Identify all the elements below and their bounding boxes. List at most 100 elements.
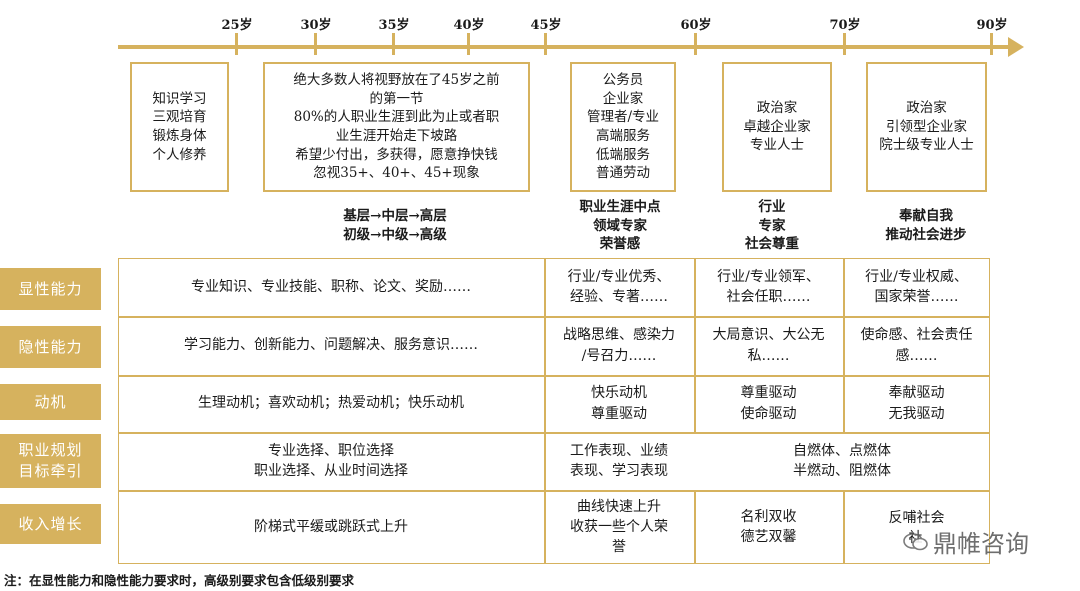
path-line: 奉献自我: [899, 208, 953, 224]
tick-35: [392, 33, 395, 55]
cell-text: 阶梯式平缓或跳跃式上升: [254, 518, 408, 535]
grid-divider: [843, 258, 845, 432]
cell-text: 大局意识、大公无: [712, 327, 825, 344]
tick-60: [694, 33, 697, 55]
stage-text: 知识学习: [152, 90, 207, 107]
grid-cell: 自燃体、点燃体 半燃动、阻燃体: [694, 432, 990, 490]
row-label-text: 职业规划: [18, 441, 83, 459]
grid-divider: [118, 490, 990, 492]
grid-cell: 专业选择、职位选择 职业选择、从业时间选择: [118, 432, 544, 490]
stage-box-70-90: 政治家 引领型企业家 院士级专业人士: [866, 62, 987, 192]
cell-text: 无我驱动: [888, 405, 945, 422]
wechat-icon: [903, 532, 928, 550]
row-label-text: 显性能力: [18, 279, 83, 298]
stage-text: 政治家: [756, 100, 798, 117]
stage-text: 政治家: [906, 100, 947, 117]
stage-box-60-70: 政治家 卓越企业家 专业人士: [722, 62, 832, 192]
cell-text: 工作表现、业绩: [570, 442, 668, 459]
tick-label: 90岁: [976, 18, 1008, 33]
cell-text: 名利双收: [740, 508, 797, 525]
stage-text: 绝大多数人将视野放在了45岁之前: [293, 72, 500, 89]
tick-30: [314, 33, 317, 55]
watermark-text: 鼎帷咨询: [933, 530, 1029, 558]
cell-text: 学习能力、创新能力、问题解决、服务意识……: [184, 337, 478, 354]
cell-text: 反哺社会: [888, 510, 945, 526]
row-label-implicit: 隐性能力: [0, 326, 101, 368]
cell-text: /号召力……: [581, 347, 657, 364]
stage-text: 管理者/专业: [586, 109, 660, 126]
cell-text: 使命驱动: [740, 405, 797, 422]
stage-box-before-45: 绝大多数人将视野放在了45岁之前 的第一节 80%的人职业生涯到此为止或者职 业…: [263, 62, 530, 192]
stage-box-early: 知识学习 三观培育 锻炼身体 个人修养: [130, 62, 229, 192]
grid-divider: [694, 258, 696, 432]
grid-cell: 曲线快速上升 收获一些个人荣 誉: [544, 490, 694, 564]
stage-text: 个人修养: [152, 146, 207, 163]
stage-text: 普通劳动: [596, 165, 650, 182]
cell-text: 尊重驱动: [740, 385, 797, 402]
path-line: 推动社会进步: [885, 226, 967, 243]
watermark: 鼎帷咨询: [903, 524, 1029, 559]
cell-text: 国家荣誉……: [874, 289, 959, 305]
cell-text: 感……: [895, 347, 938, 364]
cell-text: 战略思维、感染力: [563, 327, 675, 344]
grid-cell: 阶梯式平缓或跳跃式上升: [118, 490, 544, 564]
stage-text: 低端服务: [596, 146, 650, 163]
grid-divider: [544, 258, 546, 564]
tick-label: 60岁: [680, 18, 712, 33]
row-label-motivation: 动机: [0, 384, 101, 420]
grid-cell: 尊重驱动 使命驱动: [694, 375, 843, 432]
cell-text: 行业/专业权威、: [865, 268, 968, 285]
stage-text: 的第一节: [369, 90, 424, 107]
cell-text: 快乐动机: [591, 385, 647, 402]
timeline-arrow-icon: [1008, 37, 1024, 57]
cell-text: 收获一些个人荣: [570, 518, 668, 535]
grid-cell: 快乐动机 尊重驱动: [544, 375, 694, 432]
cell-text: 尊重驱动: [591, 405, 647, 422]
grid-divider: [118, 375, 990, 377]
grid-cell: 大局意识、大公无 私……: [694, 316, 843, 375]
path-line: 领域专家: [593, 217, 647, 234]
grid-divider: [694, 490, 696, 564]
stage-text: 公务员: [602, 72, 644, 89]
cell-text: 行业/专业优秀、: [567, 268, 671, 285]
grid-cell: 使命感、社会责任 感……: [843, 316, 990, 375]
grid-cell: 工作表现、业绩 表现、学习表现: [544, 432, 694, 490]
grid-divider: [118, 316, 990, 318]
tick-label: 30岁: [300, 18, 332, 33]
path-text-before-45: 基层→中层→高层 初级→中级→高级: [310, 207, 480, 244]
cell-text: 誉: [612, 539, 626, 556]
grid-cell: 行业/专业领军、 社会任职……: [694, 258, 843, 316]
path-line: 荣誉感: [599, 236, 641, 253]
path-line: 职业生涯中点: [579, 199, 661, 215]
cell-text: 自燃体、点燃体: [793, 442, 891, 459]
stage-text: 80%的人职业生涯到此为止或者职: [293, 109, 500, 126]
grid-cell: 战略思维、感染力 /号召力……: [544, 316, 694, 375]
cell-text: 奉献驱动: [888, 385, 945, 402]
tick-25: [235, 33, 238, 55]
stage-text: 院士级专业人士: [879, 137, 974, 154]
tick-40: [467, 33, 470, 55]
tick-label: 35岁: [378, 18, 410, 33]
stage-text: 三观培育: [152, 109, 207, 126]
cell-text: 私……: [747, 347, 790, 364]
row-label-income: 收入增长: [0, 504, 101, 544]
cell-text: 经验、专著……: [570, 289, 668, 305]
stage-text: 卓越企业家: [743, 118, 811, 135]
cell-text: 行业/专业领军、: [717, 268, 820, 285]
row-label-explicit: 显性能力: [0, 268, 101, 310]
cell-text: 表现、学习表现: [570, 463, 668, 479]
tick-70: [843, 33, 846, 55]
grid-cell: 学习能力、创新能力、问题解决、服务意识……: [118, 316, 544, 375]
stage-text: 忽视35+、40+、45+现象: [313, 165, 480, 182]
cell-text: 专业选择、职位选择: [268, 442, 394, 459]
path-text-70-90: 奉献自我 推动社会进步: [856, 207, 996, 244]
grid-divider: [843, 490, 845, 564]
stage-text: 希望少付出，多获得，愿意挣快钱: [295, 146, 498, 163]
tick-45: [544, 33, 547, 55]
stage-text: 锻炼身体: [152, 128, 207, 144]
grid-cell: 行业/专业优秀、 经验、专著……: [544, 258, 694, 316]
path-line: 初级→中级→高级: [343, 226, 447, 243]
path-line: 行业: [758, 199, 786, 215]
tick-90: [990, 33, 993, 55]
path-line: 专家: [758, 217, 786, 234]
